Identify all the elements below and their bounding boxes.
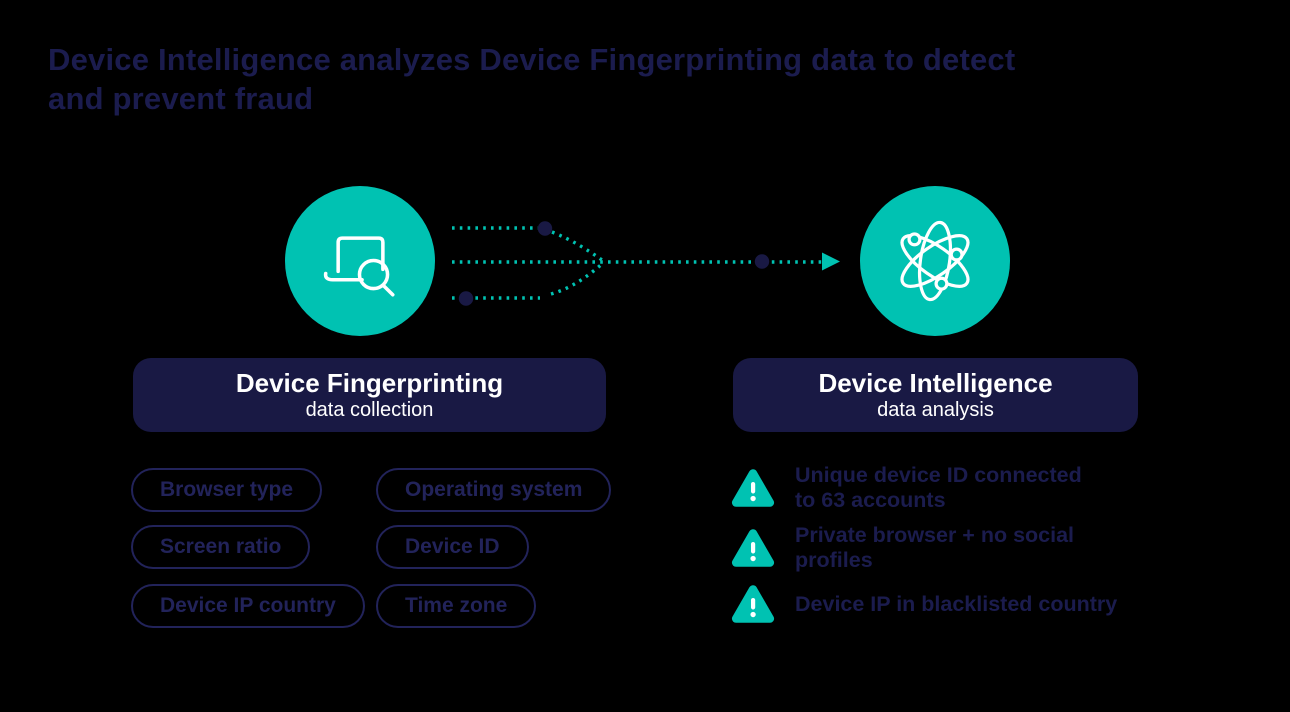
flow-curve-top xyxy=(551,230,603,262)
device-intelligence-box-subtitle: data analysis xyxy=(877,399,994,421)
pill-device-id: Device ID xyxy=(376,525,529,569)
alert-line: to 63 accounts xyxy=(795,488,946,512)
page-title: Device Intelligence analyzes Device Fing… xyxy=(48,40,1015,118)
pill-device-ip-country: Device IP country xyxy=(131,584,365,628)
pill-browser-type: Browser type xyxy=(131,468,323,512)
warning-triangle-icon xyxy=(731,585,775,623)
atom-icon xyxy=(900,220,970,302)
device-fingerprinting-box: Device Fingerprinting data collection xyxy=(133,358,606,432)
flow-curve-bottom xyxy=(550,262,604,296)
alert-blacklisted-country: Device IP in blacklisted country xyxy=(731,582,1171,626)
page-title-line1: Device Intelligence analyzes Device Fing… xyxy=(48,42,1016,77)
device-fingerprinting-circle xyxy=(285,186,435,336)
alert-line: Device IP in blacklisted country xyxy=(795,591,1118,616)
device-intelligence-box-title: Device Intelligence xyxy=(818,368,1053,398)
laptop-search-icon xyxy=(323,236,395,297)
pill-time-zone: Time zone xyxy=(376,584,537,628)
device-intelligence-circle xyxy=(860,186,1010,336)
device-intelligence-box: Device Intelligence data analysis xyxy=(733,358,1138,432)
alert-line: Private browser + no social xyxy=(795,523,1075,547)
alert-line: profiles xyxy=(795,548,873,572)
pill-screen-ratio: Screen ratio xyxy=(131,525,311,569)
flow-node-top xyxy=(537,221,553,236)
flow-node-bottom xyxy=(458,291,474,306)
warning-triangle-icon xyxy=(731,469,775,507)
device-fingerprinting-box-subtitle: data collection xyxy=(305,399,434,421)
flow-node-middle xyxy=(754,254,770,269)
device-fingerprinting-box-title: Device Fingerprinting xyxy=(235,368,504,398)
arrowhead-icon xyxy=(822,252,840,271)
alert-line: Unique device ID connected xyxy=(795,463,1082,487)
pill-operating-system: Operating system xyxy=(376,468,612,512)
warning-triangle-icon xyxy=(731,529,775,567)
page-title-line2: and prevent fraud xyxy=(48,81,314,116)
alert-text: Device IP in blacklisted country xyxy=(795,592,1117,617)
